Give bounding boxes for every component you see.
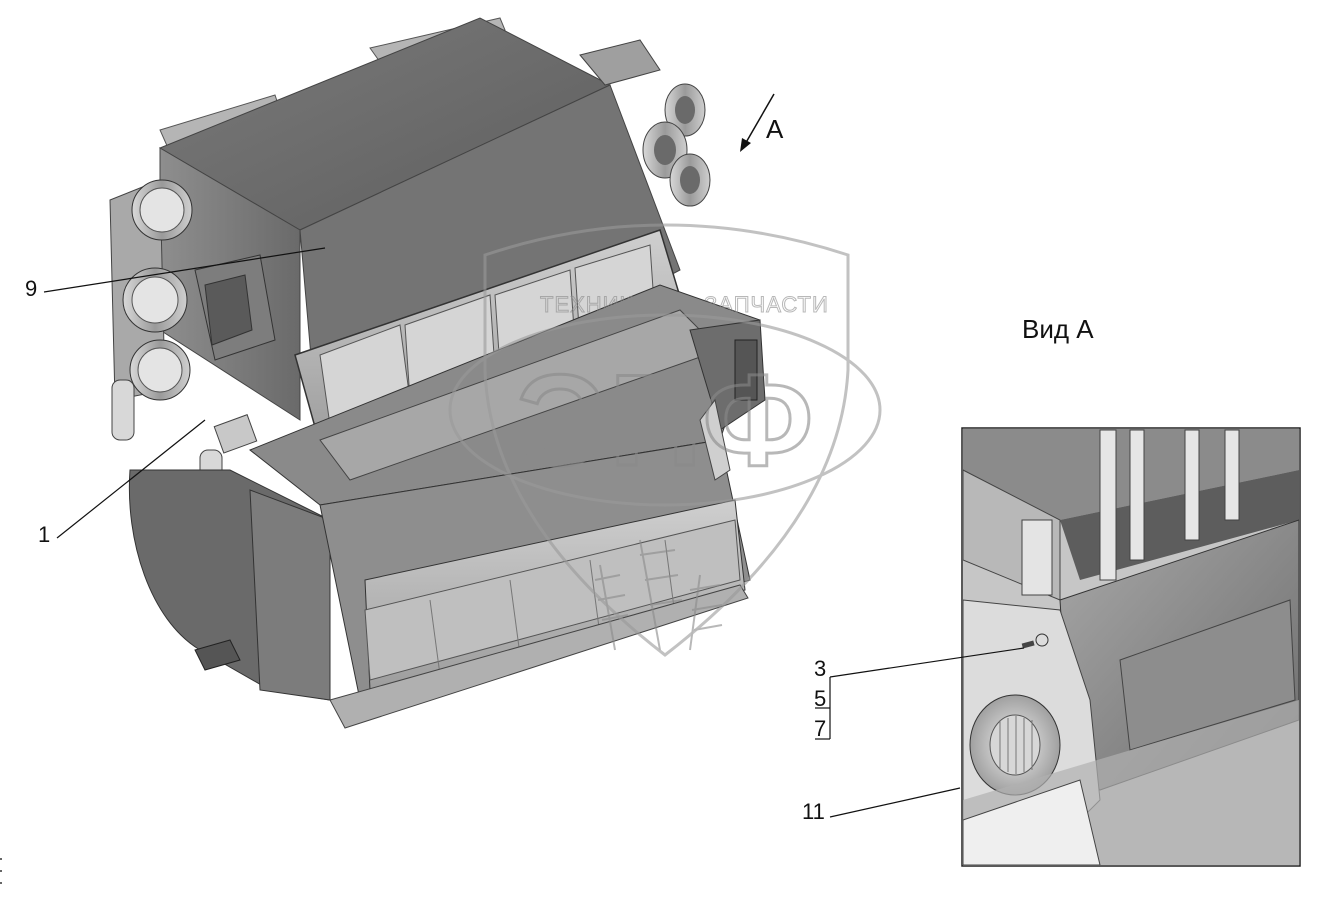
watermark-shield-outline (483, 223, 850, 657)
leader-line-11 (829, 787, 961, 818)
watermark-ellipse (448, 313, 882, 507)
leader-lines-detail (815, 647, 1025, 818)
arrow-head-icon (740, 138, 751, 152)
callout-7: 7 (814, 716, 827, 741)
leader-line-1 (56, 419, 206, 539)
right-ducts (579, 39, 711, 207)
gear-icon: ⚙ (656, 295, 674, 317)
watermark-text-right: ЗАПЧАСТИ (704, 292, 829, 317)
leader-line-9 (43, 247, 326, 293)
callout-5: 5 (814, 686, 827, 711)
view-title: Вид А (1022, 314, 1094, 344)
control-module (194, 254, 276, 454)
leader-line-3 (829, 647, 1025, 678)
left-ducts (109, 179, 223, 511)
callout-3: 3 (814, 656, 827, 681)
middle-tray (249, 284, 766, 506)
callout-1: 1 (38, 522, 51, 547)
fastener-icon (1035, 633, 1049, 647)
watermark: ТЕХНИКА ЗАПЧАСТИ ⚙ ЭПФ (448, 223, 882, 657)
watermark-logo: ЭПФ (517, 347, 814, 493)
view-arrow (740, 93, 775, 152)
watermark-text-left: ТЕХНИКА (540, 292, 649, 317)
callout-9: 9 (25, 276, 38, 301)
callout-11: 11 (802, 799, 825, 824)
margin-marks (0, 858, 2, 884)
leader-lines-main (43, 247, 326, 539)
watermark-wheat-icon (594, 539, 723, 651)
detail-view (961, 427, 1301, 867)
view-arrow-letter: А (766, 114, 784, 144)
